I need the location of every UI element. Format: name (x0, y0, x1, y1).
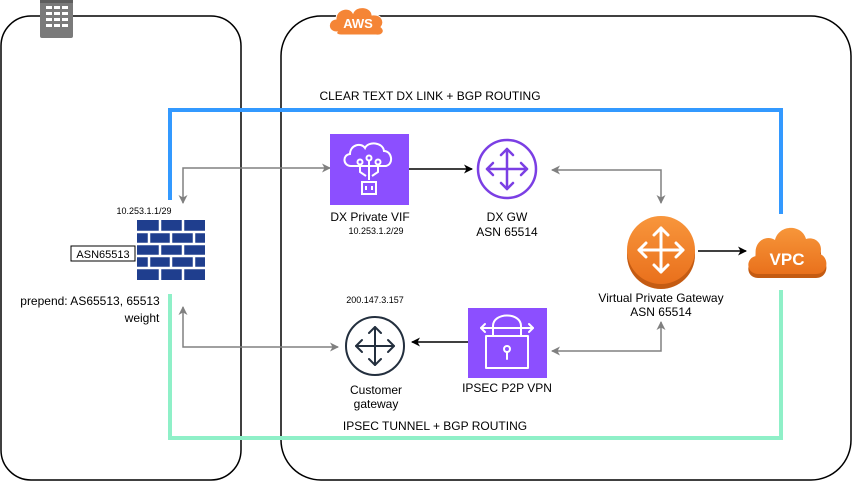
ipsec-link-label: IPSEC TUNNEL + BGP ROUTING (343, 419, 527, 433)
vgw-asn-label: ASN 65514 (630, 305, 692, 319)
dxgw-name-label: DX GW (487, 210, 528, 224)
asn-box (70, 245, 136, 262)
vpc-cloud-icon: VPC (748, 227, 827, 278)
weight-label: weight (124, 311, 160, 325)
dx-link-label: CLEAR TEXT DX LINK + BGP ROUTING (319, 89, 540, 103)
onprem-asn-label: ASN65513 (76, 249, 129, 261)
firewall-icon (137, 220, 205, 280)
customer-gateway-icon (345, 316, 405, 376)
vif-ip-label: 10.253.1.2/29 (348, 226, 403, 236)
virtual-private-gateway-icon (627, 216, 695, 289)
vif-name-label: DX Private VIF (330, 210, 409, 224)
prepend-label: prepend: AS65513, 65513 (20, 294, 160, 308)
cgw-name-line1: Customer (350, 383, 402, 397)
arrow-firewall-to-vif (178, 163, 331, 204)
vpn-name-label: IPSEC P2P VPN (462, 381, 552, 395)
ipsec-link-line (168, 290, 783, 440)
arrow-firewall-to-cgw (178, 306, 339, 352)
arrow-vpn-to-vgw (551, 321, 666, 356)
cgw-ip-label: 200.147.3.157 (346, 295, 404, 305)
datacenter-icon (40, 0, 73, 38)
arrow-dxgw-to-vgw (551, 165, 666, 204)
vpc-label: VPC (770, 250, 805, 269)
router-circle-icon (476, 138, 538, 200)
vgw-name-label: Virtual Private Gateway (598, 291, 723, 305)
aws-cloud-badge: AWS (328, 7, 384, 36)
vpn-lock-icon (468, 308, 547, 378)
onprem-ip-label: 10.253.1.1/29 (116, 206, 171, 216)
aws-cloud-container (280, 15, 852, 481)
aws-badge-label: AWS (343, 16, 373, 31)
onprem-container (0, 15, 242, 481)
dx-link-line (168, 108, 783, 214)
cloud-circuit-icon (330, 134, 409, 205)
cgw-name-line2: gateway (354, 397, 399, 411)
dxgw-asn-label: ASN 65514 (476, 225, 538, 239)
